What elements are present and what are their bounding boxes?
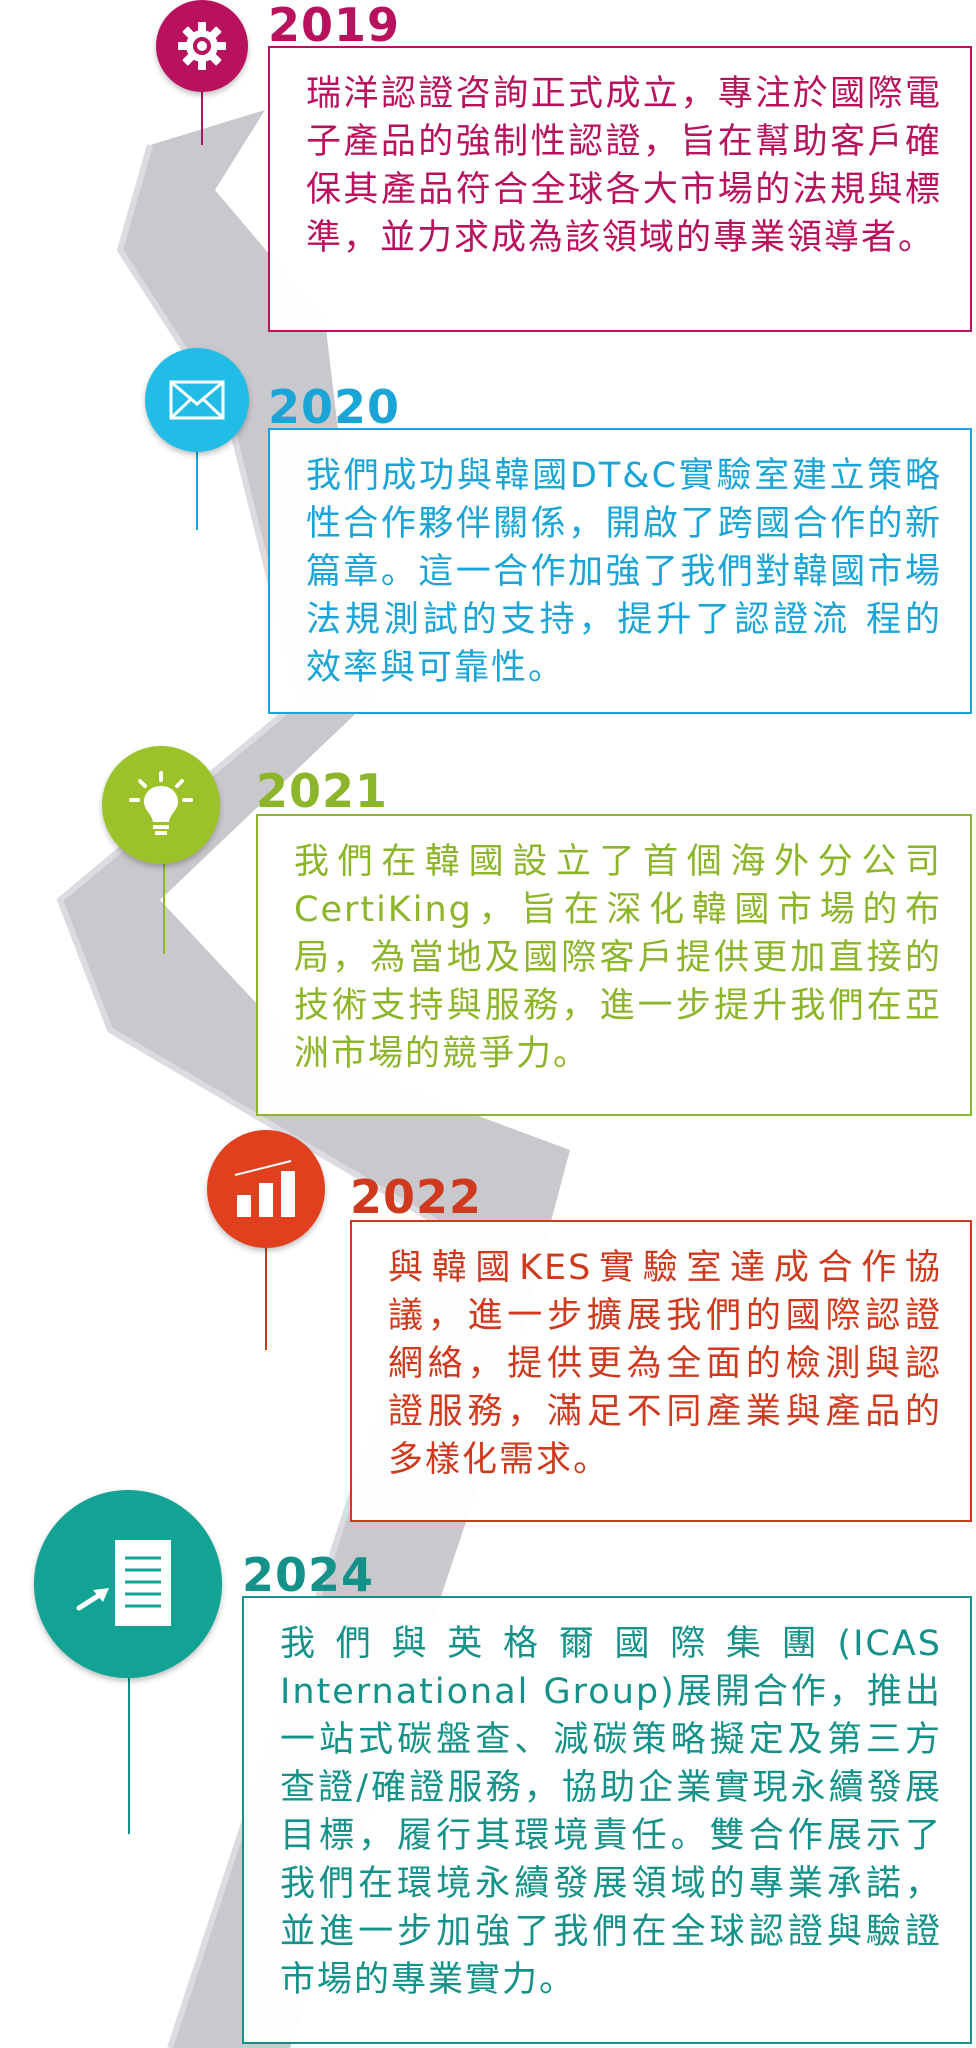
- document-icon: [76, 1540, 171, 1626]
- year-label: 2019: [268, 0, 401, 52]
- gear-icon: [178, 22, 226, 70]
- year-label: 2022: [350, 1170, 483, 1224]
- connector-line: [196, 450, 198, 530]
- connector-line: [265, 1248, 267, 1350]
- icon-badge: [102, 746, 220, 864]
- year-label: 2020: [268, 380, 401, 434]
- description-box: 與韓國KES實驗室達成合作協議，進一步擴展我們的國際認證網絡，提供更為全面的檢測…: [350, 1220, 972, 1522]
- icon-badge: [156, 0, 248, 92]
- description-box: 我們在韓國設立了首個海外分公司CertiKing，旨在深化韓國市場的布局，為當地…: [256, 814, 972, 1116]
- icon-badge: [145, 348, 249, 452]
- year-label: 2021: [256, 764, 389, 818]
- connector-line: [163, 862, 165, 954]
- connector-line: [201, 90, 203, 145]
- description-box: 我們與英格爾國際集團(ICAS International Group)展開合作…: [242, 1596, 972, 2044]
- envelope-icon: [169, 380, 225, 420]
- icon-badge: [34, 1490, 222, 1678]
- description-box: 瑞洋認證咨詢正式成立，專注於國際電子產品的強制性認證，旨在幫助客戶確保其產品符合…: [268, 46, 972, 332]
- year-label: 2024: [242, 1548, 375, 1602]
- connector-line: [128, 1672, 130, 1834]
- bar-chart-icon: [234, 1160, 295, 1217]
- description-box: 我們成功與韓國DT&C實驗室建立策略性合作夥伴關係，開啟了跨國合作的新篇章。這一…: [268, 428, 972, 714]
- icon-badge: [207, 1130, 325, 1248]
- lightbulb-icon: [129, 771, 193, 835]
